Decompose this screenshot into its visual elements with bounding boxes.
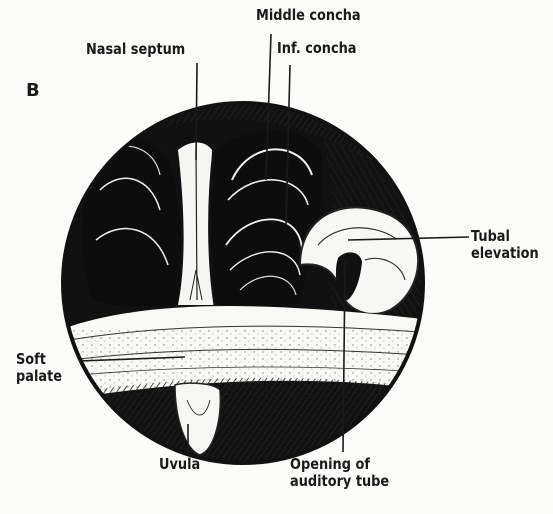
- label-inf-concha: Inf. concha: [277, 40, 357, 57]
- label-tubal-elevation: Tubal elevation: [471, 228, 539, 262]
- panel-letter: B: [26, 80, 40, 101]
- label-uvula: Uvula: [159, 456, 200, 473]
- label-middle-concha: Middle concha: [256, 7, 361, 24]
- left-choana: [81, 139, 183, 309]
- label-opening-auditory-tube: Opening of auditory tube: [290, 456, 389, 490]
- label-nasal-septum: Nasal septum: [86, 41, 185, 58]
- label-soft-palate: Soft palate: [16, 351, 62, 385]
